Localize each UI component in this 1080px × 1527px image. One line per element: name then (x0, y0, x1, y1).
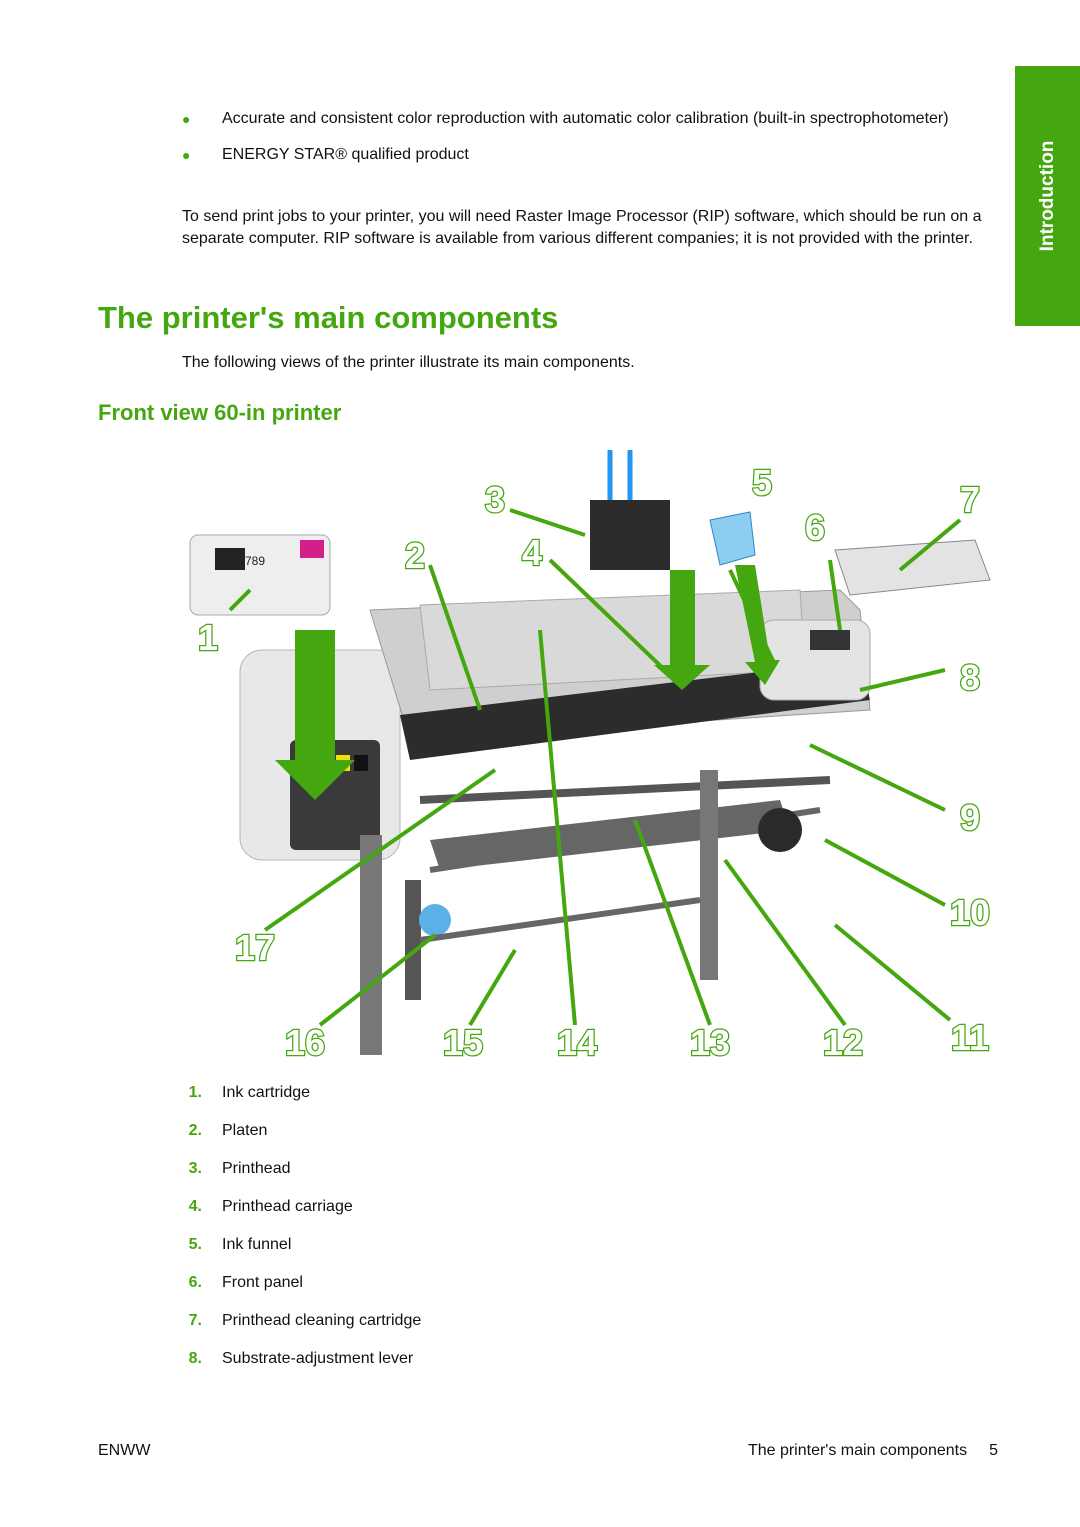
component-number: 1. (188, 1084, 202, 1101)
callout-7: 7 (960, 479, 980, 520)
callout-3: 3 (485, 479, 505, 520)
cartridge-label: 789 (245, 554, 265, 568)
bullet-dot-icon: ● (182, 147, 191, 163)
component-label: Printhead cleaning cartridge (222, 1312, 422, 1329)
callout-5: 5 (752, 462, 772, 503)
bullet-text: ENERGY STAR® qualified product (222, 146, 469, 163)
component-number: 6. (188, 1274, 202, 1291)
component-label: Ink cartridge (222, 1084, 311, 1101)
component-label: Front panel (222, 1274, 303, 1291)
side-tab-label: Introduction (1036, 140, 1058, 252)
component-label: Substrate-adjustment lever (222, 1350, 414, 1367)
callout-12: 12 (823, 1022, 863, 1063)
callout-9: 9 (960, 797, 980, 838)
printer-front-view-figure: 7 8 9 (180, 440, 1010, 1080)
callout-6: 6 (805, 507, 825, 548)
bullet-text: Accurate and consistent color reproducti… (222, 110, 949, 127)
component-number: 8. (188, 1350, 202, 1367)
component-label: Ink funnel (222, 1236, 292, 1253)
footer-section-title: The printer's main components (747, 1442, 968, 1459)
callout-16: 16 (285, 1022, 325, 1063)
callout-14: 14 (557, 1022, 597, 1063)
callout-17: 17 (235, 927, 275, 968)
page-number: 5 (989, 1442, 998, 1459)
callout-10: 10 (950, 892, 990, 933)
footer-left: ENWW (98, 1442, 151, 1459)
component-label: Printhead (222, 1160, 291, 1177)
callout-15: 15 (443, 1022, 483, 1063)
component-label: Printhead carriage (222, 1198, 353, 1215)
side-tab-introduction: Introduction (1015, 66, 1080, 326)
callout-13: 13 (690, 1022, 730, 1063)
component-number: 5. (188, 1236, 202, 1253)
callout-1: 1 (198, 617, 218, 658)
component-number: 3. (188, 1160, 202, 1177)
printer-illustration: 7 8 9 (189, 450, 991, 1064)
subsection-title: Front view 60-in printer (98, 400, 342, 425)
section-intro: The following views of the printer illus… (182, 354, 635, 371)
component-number: 4. (188, 1198, 202, 1215)
rip-paragraph: To send print jobs to your printer, you … (182, 208, 982, 247)
feature-bullet-list: ● Accurate and consistent color reproduc… (182, 108, 997, 180)
component-number: 7. (188, 1312, 202, 1329)
section-title: The printer's main components (98, 300, 559, 335)
bullet-dot-icon: ● (182, 111, 191, 127)
callout-4: 4 (522, 532, 542, 573)
callout-8: 8 (960, 657, 980, 698)
callout-11: 11 (951, 1017, 989, 1058)
bullet-item: ● Accurate and consistent color reproduc… (182, 108, 997, 130)
component-label: Platen (222, 1122, 268, 1139)
footer-right: The printer's main components 5 (748, 1442, 998, 1460)
bullet-item: ● ENERGY STAR® qualified product (182, 144, 997, 166)
component-number: 2. (188, 1122, 202, 1139)
callout-2: 2 (405, 535, 425, 576)
